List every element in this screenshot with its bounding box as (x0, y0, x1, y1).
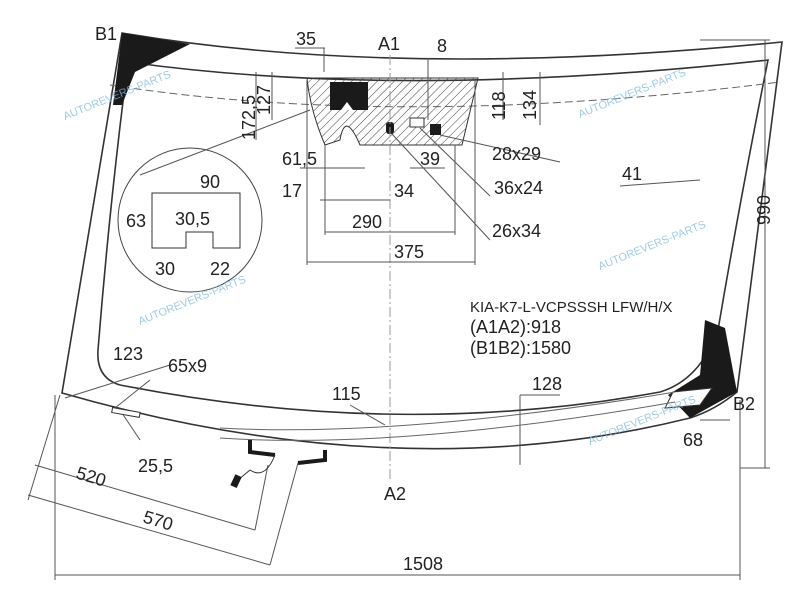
dim-65x9: 65x9 (168, 356, 207, 376)
detail-leader (139, 109, 311, 176)
point-b1: B1 (95, 24, 117, 44)
dimension-lines (27, 39, 770, 580)
dim-115: 115 (332, 384, 361, 404)
dim-520: 520 (74, 463, 109, 491)
black-band-inner-edge (97, 59, 769, 416)
heating-strip (219, 391, 676, 441)
dim-127: 127 (254, 85, 274, 115)
dim-290: 290 (352, 212, 382, 232)
dim-1508: 1508 (403, 554, 443, 574)
point-a1: A1 (378, 34, 400, 54)
cable-connector (230, 474, 242, 489)
sensor-notch (341, 102, 353, 110)
detail-height: 63 (126, 211, 146, 231)
bracket (248, 440, 327, 465)
b2-corner-cutout (664, 387, 714, 409)
sensor-block-28x29 (430, 124, 441, 135)
dim-8: 8 (437, 36, 447, 56)
dim-570: 570 (141, 507, 176, 535)
watermark-logo: AUTOREVERS-PARTS (597, 219, 708, 273)
detail-left-base: 30 (155, 259, 175, 279)
dim-17: 17 (282, 181, 302, 201)
dim-36x24: 36x24 (494, 178, 543, 198)
sensor-block-36x24 (409, 117, 425, 128)
dim-39: 39 (420, 149, 440, 169)
dim-990: 990 (754, 195, 774, 225)
dim-128: 128 (532, 374, 562, 394)
sensor-cable (237, 454, 276, 481)
dim-34: 34 (394, 181, 414, 201)
part-code: KIA-K7-L-VCPSSSH LFW/H/X (470, 299, 673, 316)
dim-123: 123 (113, 344, 143, 364)
detail-circle (117, 147, 263, 293)
dim-41: 41 (622, 164, 642, 184)
point-b2: B2 (733, 394, 755, 414)
dim-61-5: 61,5 (282, 149, 317, 169)
dim-35: 35 (296, 29, 316, 49)
detail-width: 90 (200, 172, 220, 192)
a1a2-length: (A1A2):918 (470, 317, 561, 337)
dim-118: 118 (489, 91, 509, 120)
dim-134: 134 (520, 90, 540, 120)
dim-375: 375 (394, 242, 424, 262)
point-a2: A2 (384, 484, 406, 504)
dim-26x34: 26x34 (492, 221, 541, 241)
sticker-65x9 (111, 407, 141, 418)
detail-right-base: 22 (210, 259, 230, 279)
dim-172-5: 172,5 (239, 95, 259, 140)
b1-corner-block (113, 33, 190, 105)
b1b2-length: (B1B2):1580 (470, 338, 571, 358)
detail-gap: 30,5 (175, 209, 210, 229)
dim-68: 68 (683, 430, 703, 450)
dim-25-5: 25,5 (138, 456, 173, 476)
detail-shape (151, 192, 241, 249)
dim-28x29: 28x29 (492, 144, 541, 164)
